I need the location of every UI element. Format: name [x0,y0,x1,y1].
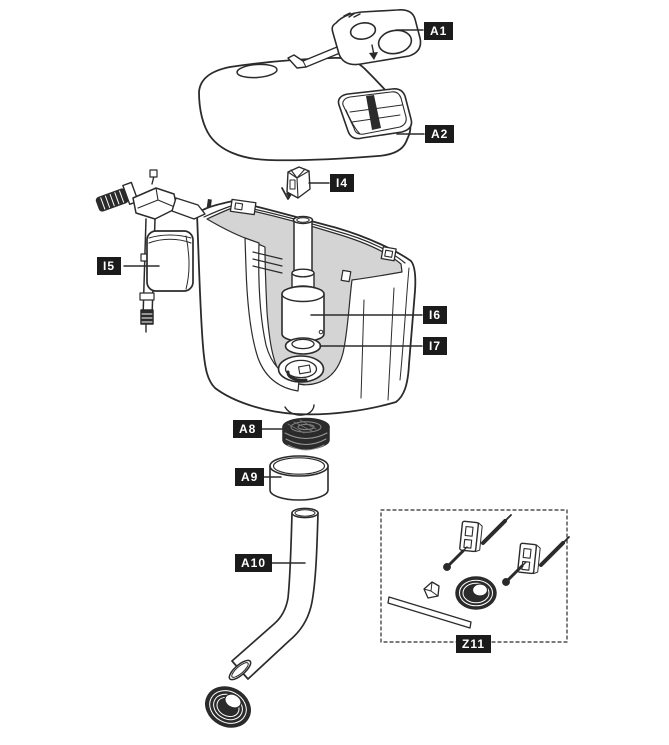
float-cup [146,230,194,292]
cistern-lid [198,56,413,162]
small-clip [423,581,440,599]
mount-clip [286,166,311,199]
valve-seal [284,337,322,355]
pipe-grommet [205,686,251,728]
overflow-tube [292,215,314,284]
fill-valve [95,169,206,333]
screw-2 [502,561,527,586]
locking-nut [282,417,330,451]
flush-button [337,88,413,140]
actuator-bracket [287,9,422,69]
wall-bracket-2 [517,542,541,575]
screw-1 [443,546,468,571]
spacer-ring [269,455,329,501]
seal-ring [455,576,497,610]
label-z11: Z11 [456,635,492,653]
bolt-1 [481,514,512,545]
label-i6: I6 [423,306,448,324]
threaded-rod [387,596,472,629]
inlet-shank [95,181,139,212]
wall-bracket-1 [459,520,483,553]
label-i5: I5 [97,257,122,275]
label-a2: A2 [425,125,455,143]
tank-outlet [277,355,325,383]
flush-valve [281,268,325,343]
fixing-set [380,509,570,643]
flush-pipe [205,507,319,728]
label-a10: A10 [235,554,273,572]
cistern-tank [196,187,417,416]
label-a9: A9 [235,468,265,486]
lid-slot [236,63,278,79]
label-a8: A8 [233,420,263,438]
bolt-2 [539,536,570,567]
leader-lines [123,29,425,564]
label-i7: I7 [423,337,448,355]
label-i4: I4 [330,174,355,192]
label-a1: A1 [424,22,454,40]
